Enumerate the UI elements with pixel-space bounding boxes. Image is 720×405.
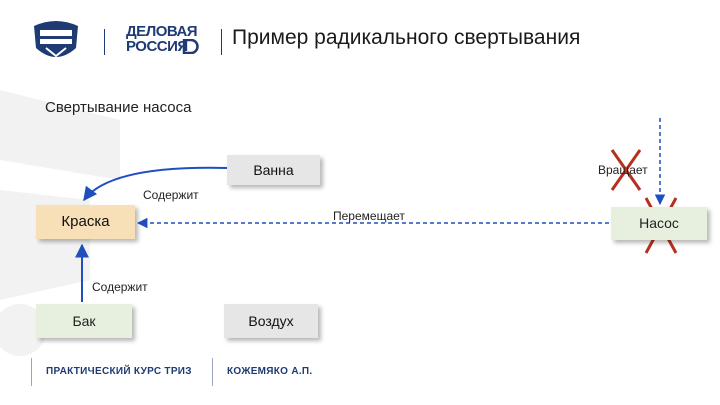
brand-line-1: ДЕЛОВАЯ (126, 23, 198, 40)
node-vanna: Ванна (227, 155, 320, 185)
header-divider-1 (104, 29, 105, 55)
footer-author: КОЖЕМЯКО А.П. (227, 366, 313, 377)
footer-divider-1 (31, 358, 32, 386)
node-bak: Бак (36, 304, 132, 338)
node-nasos: Насос (611, 207, 707, 240)
footer-course-name: ПРАКТИЧЕСКИЙ КУРС ТРИЗ (46, 366, 192, 377)
edge-label-soderzhit-1: Содержит (143, 188, 199, 202)
cross-out-vrashchaet-icon (610, 149, 642, 191)
brand-d-icon (182, 39, 199, 54)
slide-title: Пример радикального свертывания (232, 26, 581, 49)
edge-label-peremeshchaet: Перемещает (333, 209, 405, 223)
brand-line-2: РОССИЯ (126, 38, 188, 55)
edge-label-vrashchaet: Вращает (598, 163, 648, 177)
edge-label-soderzhit-2: Содержит (92, 280, 148, 294)
edge-vanna-kraska (83, 166, 228, 202)
node-kraska: Краска (36, 205, 135, 239)
school-badge-logo (34, 21, 78, 58)
node-vozdukh: Воздух (224, 304, 318, 338)
footer-divider-2 (212, 358, 213, 386)
slide-subtitle: Свертывание насоса (45, 99, 192, 116)
header-divider-2 (221, 29, 222, 55)
delovaya-rossiya-logo: ДЕЛОВАЯ РОССИЯ (126, 23, 199, 55)
